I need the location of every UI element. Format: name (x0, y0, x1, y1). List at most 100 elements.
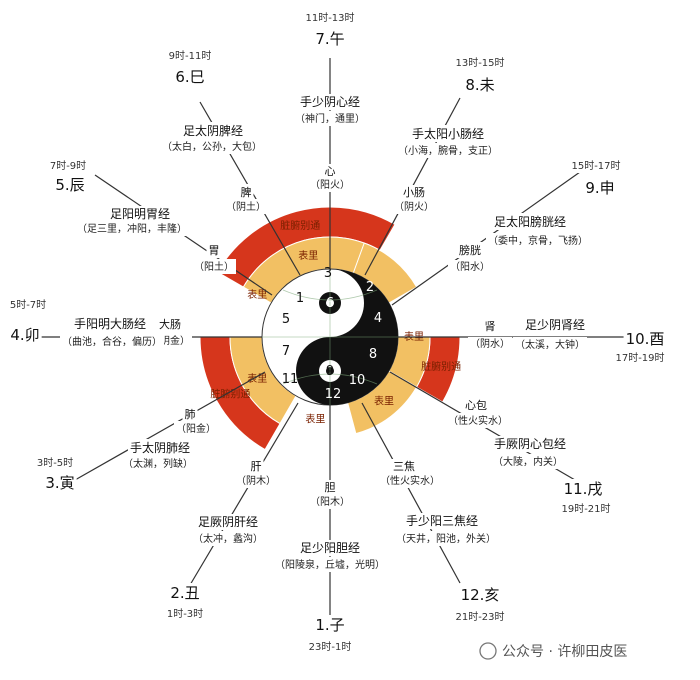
acupoints-label: （委中，京骨，飞扬） (488, 234, 588, 247)
element-label: （阳金） (176, 422, 216, 435)
branch-yin: 肺（阳金）手太阴肺经（太渊，列缺）3.寅3时-5时 (34, 407, 218, 493)
organ-label-bg (482, 319, 498, 334)
time-range: 7时-9时 (50, 160, 86, 172)
band-label: 表里 (247, 372, 267, 385)
acupoints-label: （曲池，合谷，偏历） (62, 335, 162, 348)
element-label-bg (378, 473, 442, 488)
meridian-name: 手厥阴心包经 (494, 437, 566, 451)
branch-si: 脾（阴土） 足太阴脾经 （太白，公孙，大包） 6.巳 9时-11时 (160, 49, 268, 214)
organ-label: 肾 (485, 320, 496, 333)
branch-name: 2.丑 (170, 584, 199, 602)
element-label-bg (234, 474, 278, 488)
organ-label-bg (391, 459, 417, 474)
branch-name-bg (43, 473, 77, 493)
taiji-number: 5 (282, 312, 290, 327)
element-label-bg (448, 260, 492, 274)
taiji-number: 6 (326, 296, 334, 311)
acupoints-label: （神门，通里） (295, 112, 365, 125)
element-label: （阳木） (310, 496, 350, 508)
time-range: 1时-3时 (167, 608, 203, 620)
taiji-grid-lines (262, 269, 398, 405)
meridian-name-bg (180, 122, 246, 139)
taiji-number: 2 (366, 280, 374, 295)
element-label: （阳火） (310, 179, 350, 191)
time-range: 13时-15时 (455, 57, 504, 69)
organ-label: 心包 (465, 399, 487, 412)
acupoints-label: （小海，腕骨，支正） (398, 144, 498, 157)
taiji-number: 9 (326, 364, 334, 379)
acupoints-label-bg (273, 557, 387, 572)
time-range-bg (569, 159, 623, 173)
acupoints-label-bg (191, 531, 265, 546)
organ-label-bg (206, 243, 222, 258)
meridian-name: 手太阳小肠经 (412, 126, 484, 141)
organ-label-bg (248, 459, 264, 474)
meridian-name-bg (403, 513, 481, 529)
branch-name: 6.巳 (175, 68, 204, 86)
meridian-name-bg (107, 206, 173, 222)
wechat-icon (479, 642, 497, 660)
acupoints-label-bg (486, 233, 590, 248)
time-range: 15时-17时 (571, 160, 620, 172)
acupoints-label: （太白，公孙，大包） (162, 140, 262, 153)
organ-label: 肺 (185, 408, 196, 421)
branch-chen: 胃（阳土）足阳明胃经（足三里，冲阳，丰隆）5.辰7时-9时 (47, 159, 236, 274)
element-label: （阳水） (450, 261, 490, 273)
element-label-bg (446, 413, 510, 428)
time-range-bg (453, 56, 507, 70)
acupoints-label: （天井，阳池，外关） (396, 532, 496, 545)
spoke-chou (189, 402, 299, 586)
acupoints-label-bg (160, 139, 264, 154)
branch-name-bg (8, 325, 42, 345)
organ-label: 胃 (209, 244, 220, 257)
element-label-bg (308, 178, 352, 192)
time-range-bg (47, 159, 89, 173)
taiji-grid-curves (282, 289, 378, 385)
time-range-bg (613, 351, 667, 365)
meridian-name-bg (522, 317, 588, 333)
meridian-name-bg (195, 514, 261, 530)
meridian-name: 足太阳膀胱经 (494, 214, 566, 229)
element-label-bg (174, 421, 218, 436)
organ-label: 膀胱 (459, 243, 481, 257)
meridian-name-bg (491, 213, 569, 230)
acupoints-label: （足三里，冲阳，丰隆） (77, 222, 187, 235)
meridian-name-bg (297, 94, 363, 110)
spoke-hai (361, 402, 461, 584)
branch-labels: 胆（阳木）足少阳胆经（阳陵泉，丘墟，光明）1.子23时-1时肝（阴木）足厥阴肝经… (7, 11, 667, 654)
spoke-yin (74, 371, 266, 481)
branch-name: 3.寅 (45, 474, 74, 492)
branch-name: 8.未 (465, 76, 494, 94)
branch-name: 7.午 (315, 30, 344, 48)
organ-label: 脾 (241, 185, 252, 199)
branch-name: 5.辰 (55, 176, 84, 194)
taiji-number: 4 (374, 311, 382, 326)
branch-mao: 大肠（阴金）手阳明大肠经（曲池，合谷，偏历）4.卯5时-7时 (7, 298, 192, 349)
branch-name: 11.戌 (564, 480, 603, 498)
acupoints-label-bg (121, 456, 195, 471)
band-label: 表里 (247, 288, 267, 301)
organ-label-bg (182, 407, 198, 422)
taiji-number: 1 (296, 291, 304, 306)
organ-label-bg (157, 316, 183, 332)
organ-label: 肝 (251, 460, 262, 473)
acupoints-label: （大陵，内关） (493, 455, 563, 468)
meridian-name-bg (127, 439, 193, 456)
band-label: 表里 (298, 249, 318, 262)
branch-name-bg (53, 175, 87, 195)
organ-label-bg (463, 398, 489, 413)
time-range: 9时-11时 (169, 50, 212, 62)
meridian-name: 足太阴脾经 (183, 123, 243, 138)
acupoints-label-bg (396, 143, 500, 158)
branch-name: 12.亥 (461, 586, 500, 604)
watermark-text: 公众号 · 许柳田皮医 (502, 643, 627, 660)
time-range-bg (559, 502, 613, 516)
element-label: （阴土） (226, 200, 266, 213)
acupoints-label-bg (293, 111, 367, 126)
band-label: 脏腑别通 (421, 360, 461, 373)
branch-name-bg (463, 75, 497, 95)
